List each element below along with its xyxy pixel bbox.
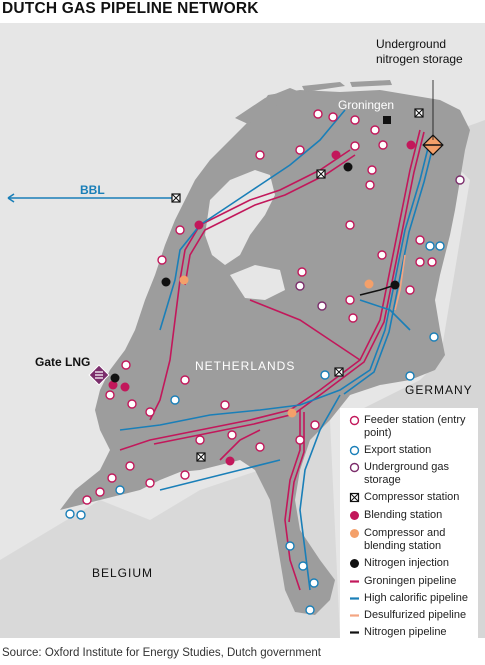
map-legend: Feeder station (entry point) Export stat… [340,408,478,638]
blending-stations [108,140,416,466]
label-nitrogen-storage-1: Underground [376,37,447,51]
source-note: Source: Oxford Institute for Energy Stud… [2,647,321,659]
compressor-station-icon [349,492,360,503]
export-station-icon [349,445,360,456]
underground-storage-icon [349,462,360,473]
blending-station-icon [350,511,359,520]
desulfurized-pipeline [394,254,406,311]
groningen-pipeline-icon [350,580,359,583]
label-nitrogen-storage-2: nitrogen storage [376,52,463,66]
label-gate-lng: Gate LNG [35,355,91,369]
label-groningen: Groningen [338,98,395,112]
compressor-blending-icon [350,529,359,538]
wadden-islands [235,80,392,124]
ijsselmeer [205,170,275,265]
markermeer [230,265,285,300]
label-bbl: BBL [80,183,105,197]
label-belgium: BELGIUM [92,566,154,580]
compressor-stations [171,108,424,462]
feeder-stations [82,109,437,505]
nitrogen-injection-points [110,162,400,383]
gate-lng-icon [88,364,110,386]
bbl-arrow-icon [7,193,15,203]
nitrogen-storage-icon [422,134,444,156]
map-title: DUTCH GAS PIPELINE NETWORK [2,0,259,17]
compressor-blending-stations [179,275,374,418]
label-netherlands: NETHERLANDS [195,359,296,373]
export-stations [65,241,445,615]
nitrogen-pipeline-icon [350,631,359,634]
feeder-station-icon [349,415,360,426]
high-calorific-pipelines [8,109,435,591]
groningen-square [383,116,391,124]
map-area: Groningen NETHERLANDS GERMANY BELGIUM BB… [0,23,485,638]
neighbour-land [0,420,340,638]
high-calorific-pipeline-icon [350,597,359,600]
underground-storage [295,175,465,311]
nitrogen-injection-icon [350,559,359,568]
nitrogen-pipeline [359,284,396,296]
desulfurized-pipeline-icon [350,614,359,617]
netherlands-land [60,90,470,615]
label-germany: GERMANY [405,383,473,397]
